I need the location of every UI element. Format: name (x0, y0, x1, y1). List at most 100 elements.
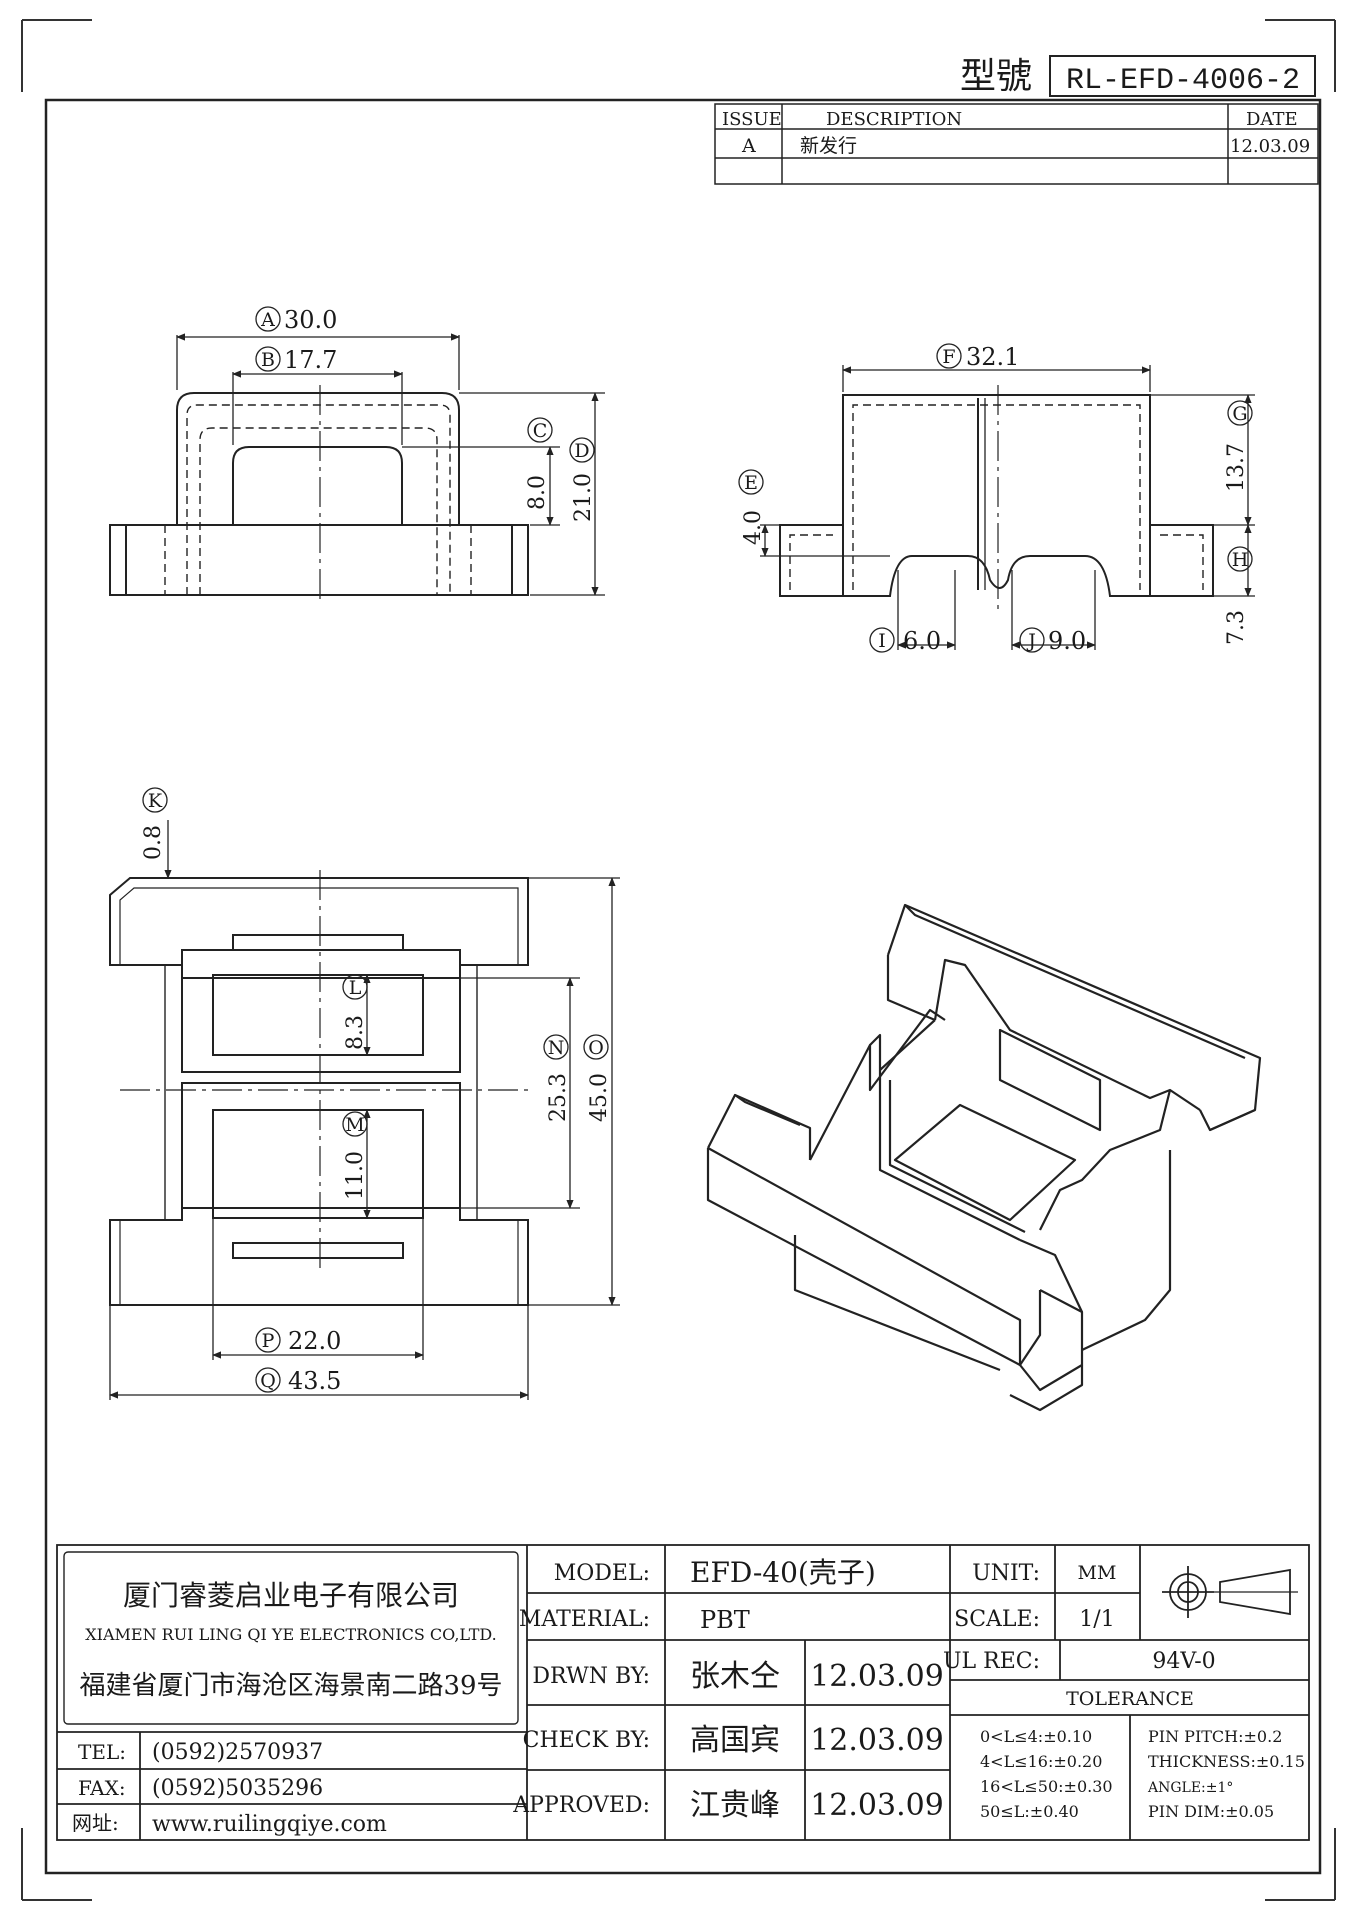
dim-N-letter: N (548, 1037, 565, 1059)
fax-value: (0592)5035296 (152, 1776, 323, 1801)
side-view (779, 385, 1214, 610)
dim-P-letter: P (262, 1330, 275, 1352)
model-label: 型號 (960, 56, 1032, 97)
model-field-label: MODEL: (554, 1561, 650, 1586)
dim-O-letter: O (588, 1037, 604, 1059)
dim-J-value: 9.0 (1048, 627, 1086, 655)
dim-L: L 8.3 (342, 974, 368, 1050)
dim-F-value: 32.1 (966, 343, 1019, 371)
dim-J: J 9.0 (1019, 627, 1086, 655)
tol-length-3: 16<L≤50:±0.30 (980, 1777, 1113, 1796)
dim-D-value: 21.0 (571, 473, 596, 522)
tol-length-1: 0<L≤4:±0.10 (980, 1727, 1092, 1746)
dim-I: I 6.0 (869, 627, 941, 655)
dim-B: B 17.7 (255, 346, 337, 374)
rev-issue: A (741, 135, 756, 157)
dim-K: K 0.8 (141, 787, 168, 860)
model-header: 型號 RL-EFD-4006-2 (960, 55, 1316, 98)
dim-B-value: 17.7 (284, 346, 337, 374)
dim-H: H 7.3 (1224, 546, 1253, 645)
dim-G-value: 13.7 (1224, 443, 1249, 492)
dim-E-value: 4.0 (741, 510, 766, 545)
dim-L-letter: L (349, 977, 362, 999)
tel-label: TEL: (78, 1740, 126, 1764)
dim-P-value: 22.0 (288, 1327, 341, 1355)
isometric-view (706, 903, 1262, 1412)
dim-A: A 30.0 (255, 306, 337, 334)
approved-name: 江贵峰 (690, 1788, 780, 1823)
dim-G: G 13.7 (1224, 400, 1253, 492)
web-label: 网址: (72, 1811, 119, 1835)
tol-other-4: PIN DIM:±0.05 (1148, 1802, 1274, 1821)
tol-other-3: ANGLE:±1° (1147, 1780, 1233, 1796)
dim-N: N 25.3 (543, 1034, 571, 1122)
dim-F-letter: F (942, 346, 955, 368)
tol-other-2: THICKNESS:±0.15 (1148, 1752, 1305, 1771)
tolerance-label: TOLERANCE (1066, 1688, 1194, 1710)
model-field-value: EFD-40(壳子) (690, 1556, 876, 1589)
unit-value: MM (1078, 1562, 1117, 1584)
approved-label: APPROVED: (512, 1793, 650, 1818)
scale-label: SCALE: (954, 1607, 1040, 1632)
dim-H-value: 7.3 (1224, 610, 1249, 645)
side-view-dimensions (760, 365, 1255, 650)
dim-H-letter: H (1232, 549, 1249, 571)
corner-marks (21, 19, 1336, 1901)
dim-K-letter: K (148, 790, 163, 812)
company-name-en: XIAMEN RUI LING QI YE ELECTRONICS CO,LTD… (85, 1625, 497, 1644)
dim-P: P 22.0 (255, 1327, 341, 1355)
dim-J-letter: J (1026, 630, 1036, 652)
dim-D-letter: D (574, 440, 589, 462)
sheet-border (44, 98, 1322, 1875)
dim-E-letter: E (744, 472, 758, 494)
rev-description: 新发行 (800, 135, 857, 157)
rev-date: 12.03.09 (1230, 136, 1310, 157)
dim-O: O 45.0 (583, 1034, 612, 1122)
rev-col-description: DESCRIPTION (826, 109, 962, 130)
ul-value: 94V-0 (1152, 1649, 1215, 1674)
dim-C-letter: C (533, 420, 548, 442)
revision-table (714, 103, 1319, 185)
tol-length-4: 50≤L:±0.40 (980, 1802, 1079, 1821)
unit-label: UNIT: (972, 1561, 1040, 1586)
approved-date: 12.03.09 (810, 1788, 944, 1823)
company-address: 福建省厦门市海沧区海景南二路39号 (79, 1671, 502, 1701)
first-angle-projection-icon (1162, 1566, 1298, 1618)
dim-M-letter: M (345, 1114, 364, 1136)
tel-value: (0592)2570937 (152, 1740, 323, 1765)
front-view-dimensions (176, 333, 605, 596)
dim-Q-letter: Q (260, 1370, 276, 1392)
tol-other-1: PIN PITCH:±0.2 (1148, 1727, 1282, 1746)
tol-length-2: 4<L≤16:±0.20 (980, 1752, 1102, 1771)
dim-Q-value: 43.5 (288, 1367, 341, 1395)
dim-K-value: 0.8 (141, 825, 166, 860)
fax-label: FAX: (78, 1776, 126, 1800)
dim-Q: Q 43.5 (255, 1367, 341, 1395)
web-value: www.ruilingqiye.com (152, 1812, 387, 1837)
title-block-frame (56, 1544, 1310, 1841)
company-name-cn: 厦门睿菱启业电子有限公司 (123, 1579, 459, 1612)
material-value: PBT (700, 1606, 750, 1634)
dim-A-letter: A (260, 309, 275, 331)
dim-N-value: 25.3 (546, 1073, 571, 1122)
front-view (109, 385, 529, 605)
dim-M-value: 11.0 (343, 1151, 368, 1200)
dim-M: M 11.0 (342, 1111, 368, 1200)
drawn-date: 12.03.09 (810, 1659, 944, 1694)
dim-C: C 8.0 (525, 417, 553, 510)
dim-B-letter: B (261, 349, 275, 371)
rev-col-issue: ISSUE (722, 109, 782, 130)
drawn-name: 张木仝 (690, 1659, 780, 1694)
top-view (109, 870, 529, 1306)
dim-D: D 21.0 (569, 437, 596, 522)
drawn-label: DRWN BY: (532, 1664, 650, 1689)
dim-G-letter: G (1232, 403, 1247, 425)
check-label: CHECK BY: (523, 1728, 650, 1753)
scale-value: 1/1 (1079, 1607, 1114, 1632)
rev-col-date: DATE (1246, 109, 1298, 130)
dim-F: F 32.1 (936, 343, 1019, 371)
dim-L-value: 8.3 (343, 1015, 368, 1050)
material-label: MATERIAL: (519, 1607, 650, 1632)
dim-I-letter: I (878, 630, 886, 652)
